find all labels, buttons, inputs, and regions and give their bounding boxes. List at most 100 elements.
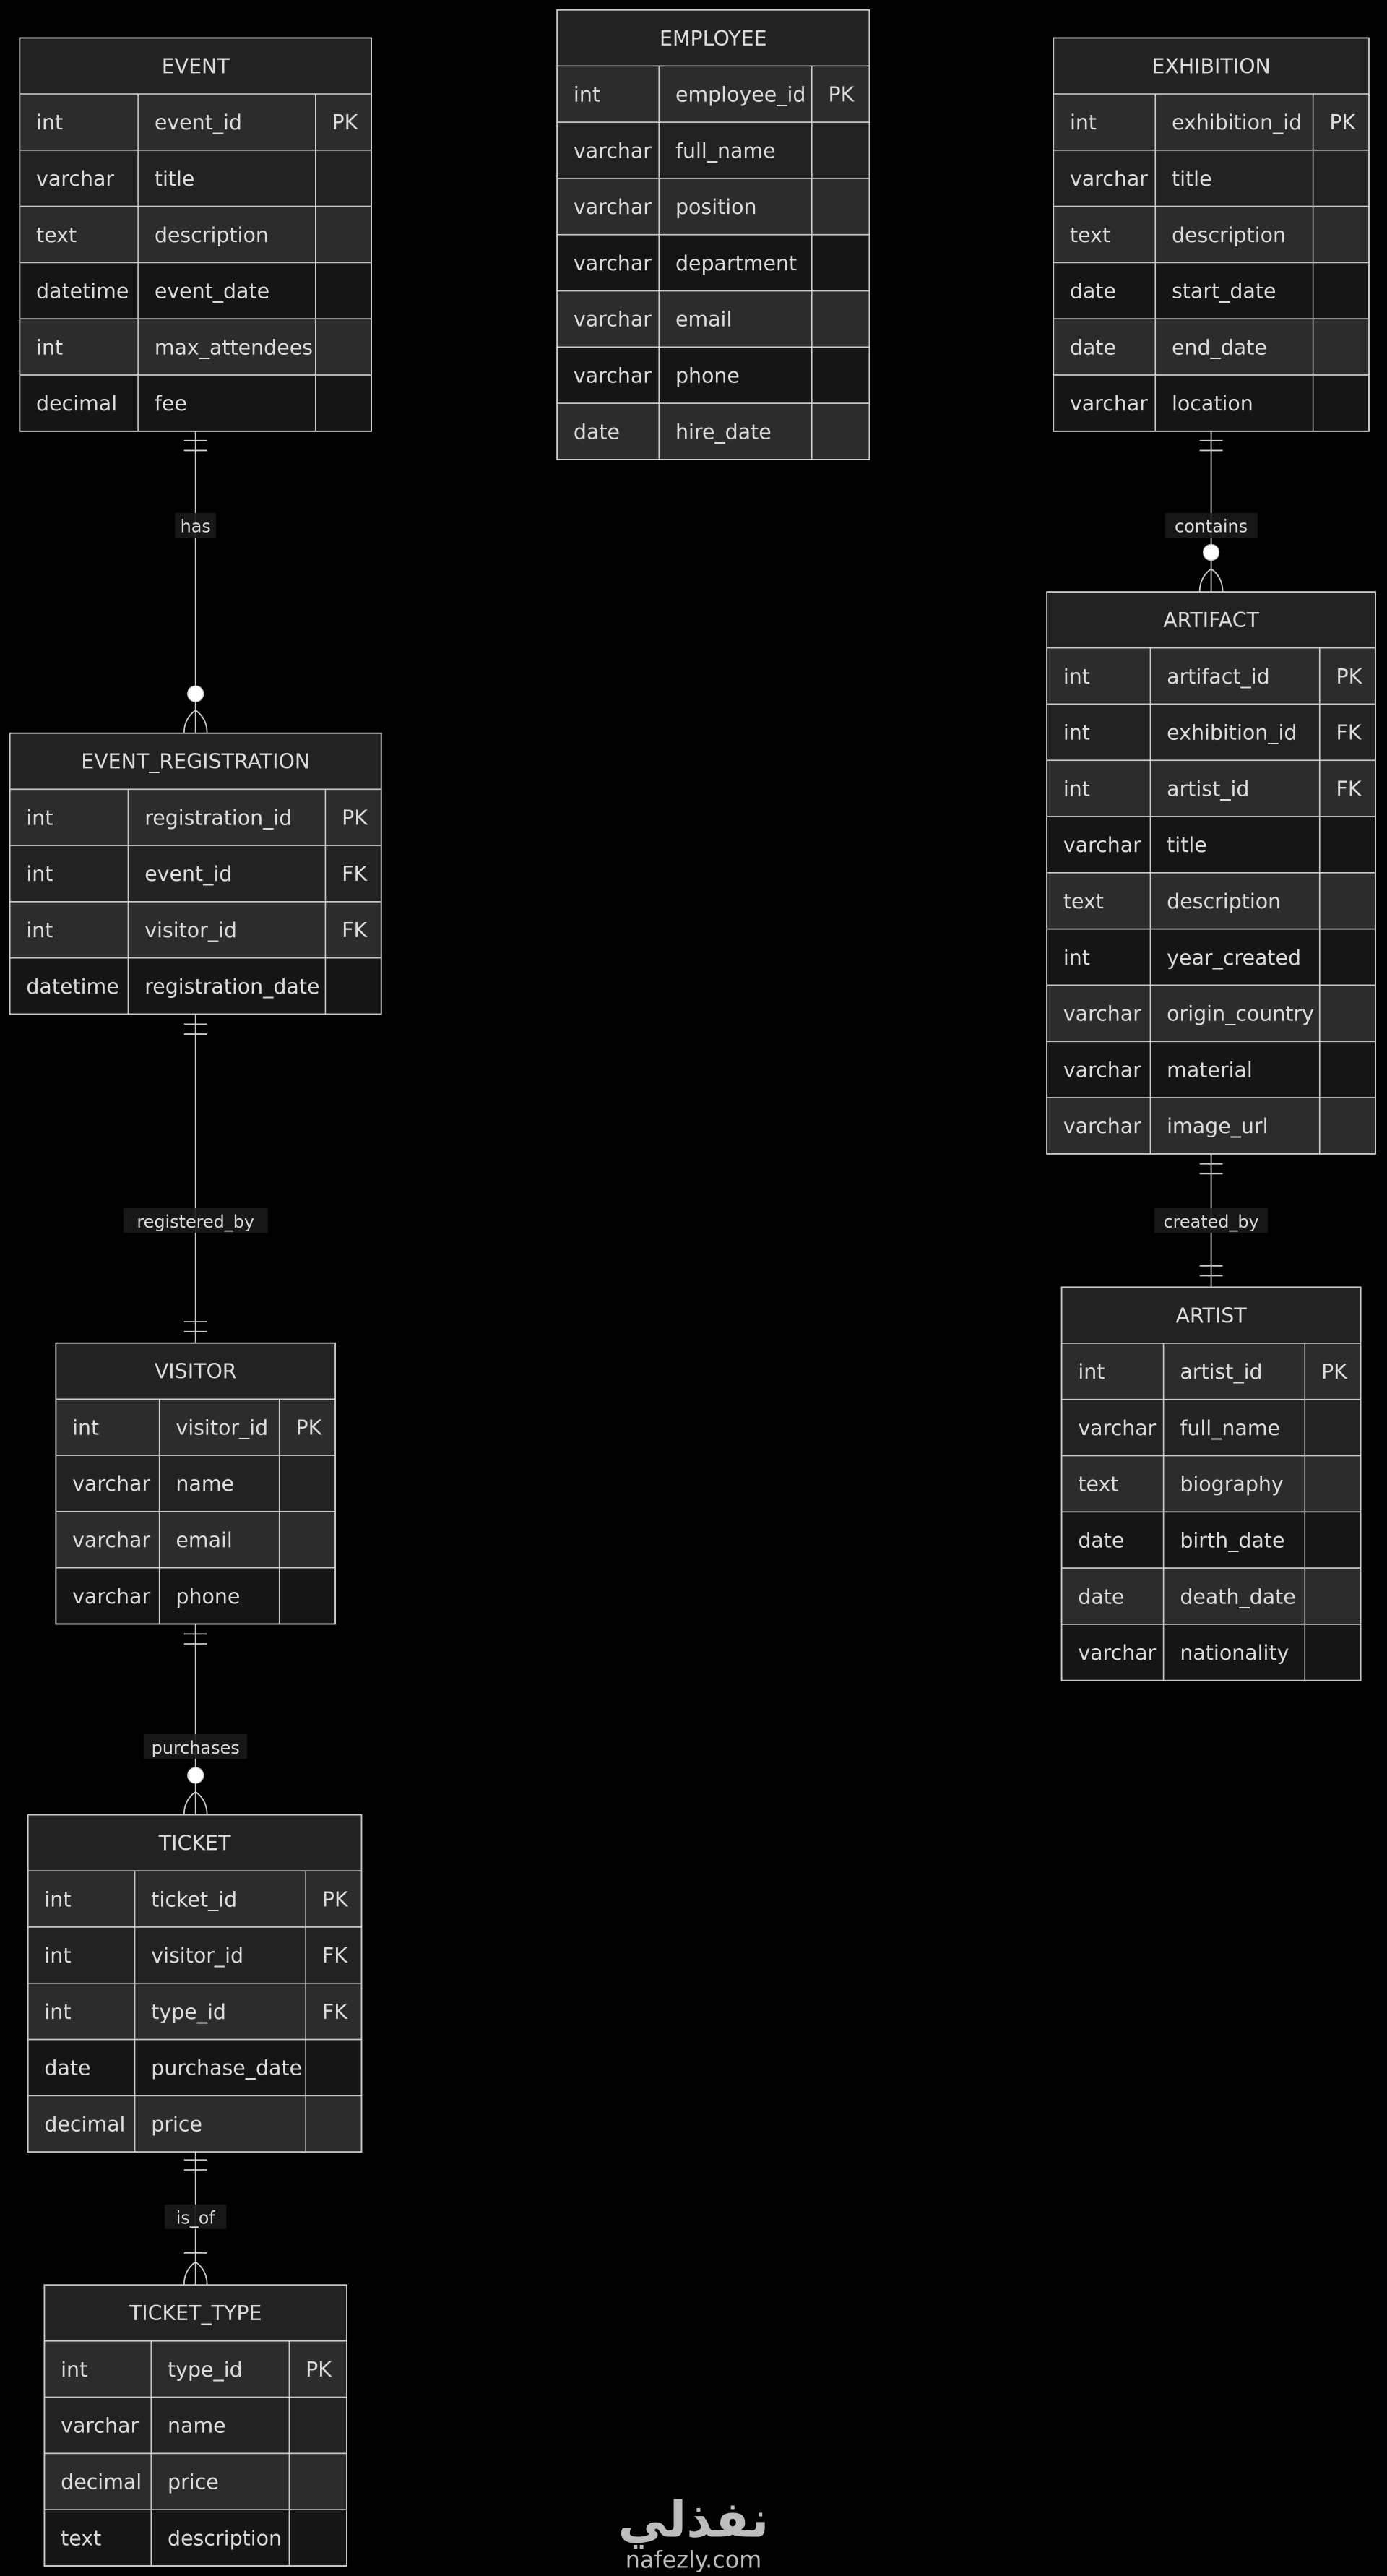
attribute-type: varchar <box>574 363 652 387</box>
crows-foot-marker <box>183 2261 208 2286</box>
attribute-name: max_attendees <box>155 335 313 359</box>
zero-circle-marker <box>187 1767 204 1784</box>
attribute-type: int <box>574 82 600 106</box>
attribute-name: name <box>176 1472 234 1496</box>
attribute-type: varchar <box>1078 1416 1156 1440</box>
attribute-key: PK <box>295 1416 322 1439</box>
entity-header <box>557 9 870 66</box>
attribute-name: year_created <box>1167 946 1301 970</box>
entity-header <box>56 1343 336 1400</box>
relationship-label: has <box>181 517 211 537</box>
entity-border <box>43 2284 347 2567</box>
relationship-label: created_by <box>1164 1212 1259 1232</box>
row-background <box>55 1398 336 1456</box>
relationship-is-of[interactable]: is_of <box>165 2150 227 2286</box>
attribute-row: date hire_date <box>556 402 870 460</box>
entity-title: TICKET_TYPE <box>129 2301 262 2325</box>
attribute-key: FK <box>342 862 368 886</box>
row-background <box>19 374 372 432</box>
entity-border <box>55 1342 336 1625</box>
entity-title: EXHIBITION <box>1151 54 1270 78</box>
crows-foot-marker <box>183 709 208 733</box>
attribute-type: date <box>574 420 620 444</box>
attribute-name: description <box>1172 223 1286 247</box>
attribute-type: date <box>1078 1585 1124 1608</box>
relationship-registered-by[interactable]: registered_by <box>123 1014 268 1343</box>
attribute-name: event_id <box>144 862 232 886</box>
attribute-name: price <box>151 2113 202 2137</box>
attribute-name: department <box>675 251 797 275</box>
attribute-name: email <box>675 308 732 332</box>
attribute-row: int event_id FK <box>9 845 382 903</box>
row-background <box>19 93 372 151</box>
relationship-created-by[interactable]: created_by <box>1154 1154 1269 1288</box>
entity-border <box>27 1814 363 2153</box>
row-background <box>556 178 870 236</box>
relationship-label-bg <box>123 1208 268 1233</box>
row-background <box>1060 1624 1362 1681</box>
relationship-contains[interactable]: contains <box>1165 431 1258 593</box>
attribute-name: start_date <box>1172 280 1276 303</box>
attribute-type: varchar <box>72 1585 150 1608</box>
relationship-label-bg <box>144 1734 248 1759</box>
row-background <box>1046 1041 1376 1098</box>
attribute-name: end_date <box>1172 335 1267 359</box>
attribute-type: int <box>1063 665 1090 689</box>
relationship-label-bg <box>175 512 217 538</box>
attribute-type: varchar <box>1070 167 1148 191</box>
row-background <box>1060 1398 1362 1457</box>
attribute-key: FK <box>1336 721 1362 745</box>
attribute-type: varchar <box>72 1528 150 1552</box>
row-background <box>1053 374 1370 432</box>
attribute-type: varchar <box>574 308 652 332</box>
attribute-key: PK <box>342 806 368 830</box>
attribute-name: hire_date <box>675 420 772 444</box>
relationship-label: is_of <box>176 2208 216 2228</box>
attribute-name: purchase_date <box>151 2056 302 2080</box>
relationship-purchases[interactable]: purchases <box>144 1624 248 1815</box>
attribute-name: nationality <box>1180 1641 1289 1665</box>
attribute-name: artifact_id <box>1167 665 1269 689</box>
attribute-name: description <box>155 223 269 247</box>
relationship-label-bg <box>1154 1208 1269 1233</box>
attribute-type: int <box>1063 946 1090 970</box>
relationship-has[interactable]: has <box>175 431 217 733</box>
entity-border <box>1046 591 1376 1155</box>
row-background <box>1053 262 1370 320</box>
attribute-type: int <box>26 862 53 886</box>
attribute-key: PK <box>1321 1360 1348 1384</box>
attribute-name: registration_date <box>144 975 319 999</box>
attribute-name: employee_id <box>675 82 805 106</box>
crows-foot-marker <box>1198 568 1224 593</box>
row-background <box>9 957 382 1015</box>
row-background <box>43 2452 347 2510</box>
attribute-row: varchar email <box>556 290 870 348</box>
entity-title: EVENT_REGISTRATION <box>81 750 310 774</box>
attribute-type: date <box>44 2056 90 2080</box>
attribute-name: exhibition_id <box>1167 721 1297 745</box>
